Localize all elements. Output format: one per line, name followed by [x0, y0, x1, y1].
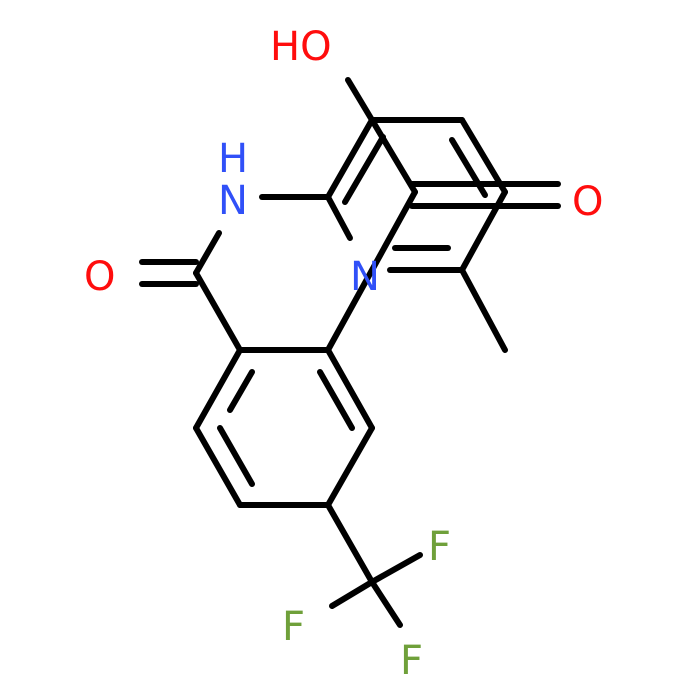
- atom-labels: HO H N N O O F F F: [84, 24, 603, 684]
- bond: [193, 230, 222, 276]
- fluorine-top-label: F: [428, 524, 451, 570]
- bond: [329, 579, 375, 609]
- carbonyl-oxygen-right-label: O: [572, 179, 603, 225]
- amide-nh-n-label: N: [218, 178, 248, 224]
- bond: [193, 270, 243, 353]
- bond: [459, 267, 508, 353]
- bond: [459, 117, 508, 195]
- bond: [369, 117, 418, 195]
- bond: [325, 425, 375, 508]
- bonds: [139, 77, 561, 628]
- bond: [369, 579, 403, 628]
- bond: [325, 117, 375, 200]
- bond: [369, 552, 423, 585]
- bond: [325, 502, 375, 585]
- ring-nitrogen-label: N: [350, 254, 380, 300]
- fluorine-left-label: F: [282, 604, 305, 650]
- bond: [325, 347, 375, 431]
- bond: [227, 369, 255, 413]
- bond: [325, 194, 353, 241]
- carbonyl-oxygen-left-label: O: [84, 254, 115, 300]
- fluorine-bottom-label: F: [400, 638, 423, 684]
- bond: [217, 425, 255, 487]
- bond: [193, 347, 243, 431]
- bond: [342, 134, 386, 205]
- bond: [317, 369, 355, 431]
- amide-nh-h-label: H: [218, 136, 248, 182]
- bond: [193, 425, 243, 508]
- bond: [325, 189, 418, 353]
- bond: [345, 77, 375, 123]
- hydroxyl-label: HO: [270, 24, 332, 70]
